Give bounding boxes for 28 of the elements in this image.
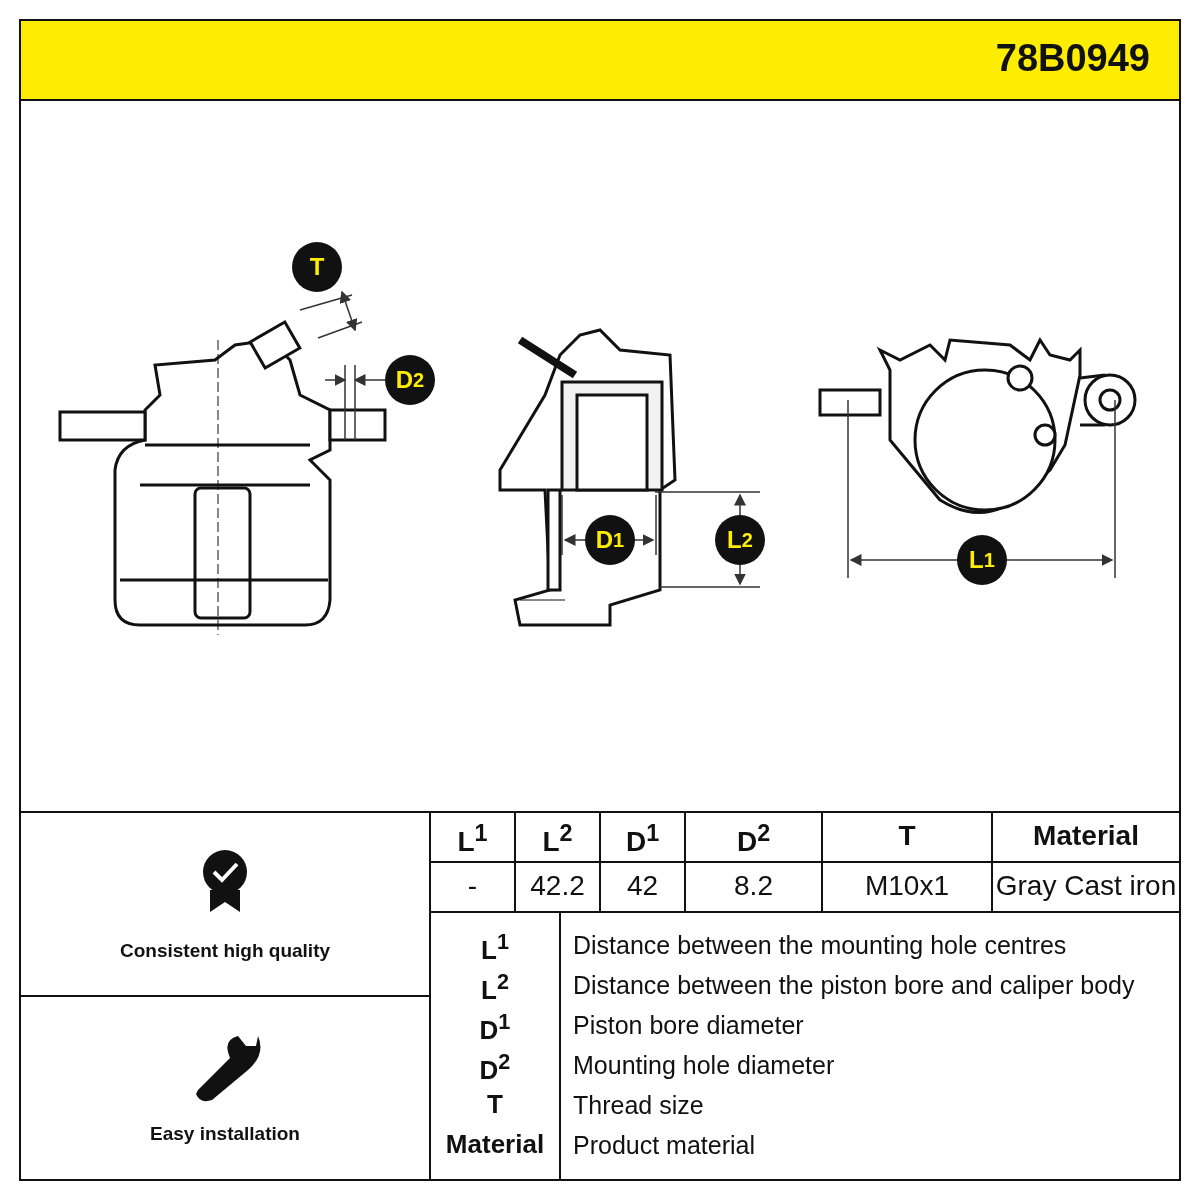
legend-key: D$^{1}$ [479, 1010, 511, 1046]
column-header: D$^{2}$ [736, 820, 771, 859]
legend-key: L$^{1}$ [481, 930, 509, 966]
feature-caption: Consistent high quality [119, 940, 331, 962]
legend-key: T [487, 1090, 503, 1120]
table-value: - [467, 870, 478, 903]
table-value: 8.2 [734, 870, 773, 903]
legend-key: D$^{2}$ [479, 1050, 511, 1086]
legend-description: Mounting hole diameter [573, 1051, 835, 1080]
legend-description: Product material [573, 1131, 756, 1160]
legend-key: Material [445, 1130, 545, 1160]
legend-key: L$^{2}$ [481, 970, 509, 1006]
column-header: D$^{1}$ [625, 820, 660, 859]
column-header: Material [1033, 820, 1139, 853]
legend-description: Distance between the mounting hole centres [573, 931, 1067, 960]
legend-description: Thread size [573, 1091, 704, 1120]
legend-description: Piston bore diameter [573, 1011, 804, 1040]
column-header: L$^{2}$ [542, 820, 573, 859]
table-value: 42 [626, 870, 659, 903]
table-value: Gray Cast iron [995, 870, 1177, 903]
column-header: L$^{1}$ [457, 820, 488, 859]
table-value: 42.2 [530, 870, 585, 903]
dimension-callout: T [292, 242, 342, 292]
part-number: 78B0949 [995, 37, 1150, 81]
table-value: M10x1 [865, 870, 949, 903]
legend-description: Distance between the piston bore and caliper body [573, 971, 1135, 1000]
feature-caption: Easy installation [150, 1123, 300, 1145]
column-header: T [898, 820, 916, 853]
